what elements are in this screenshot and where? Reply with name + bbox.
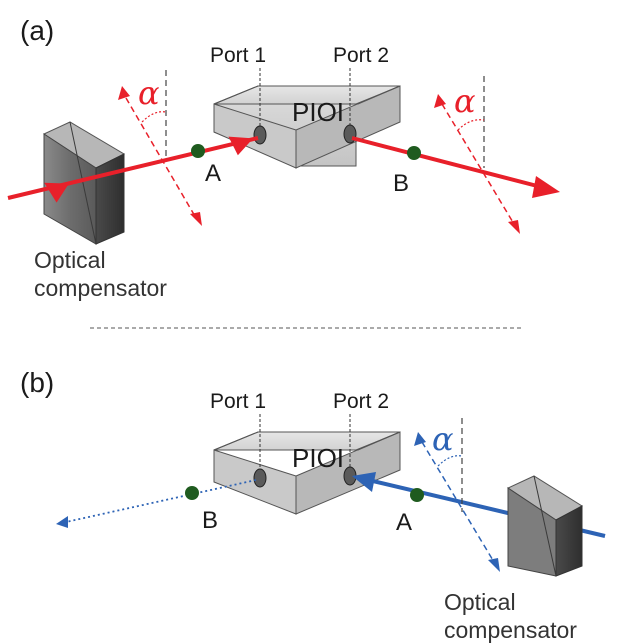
compensator-caption-a-line1: Optical: [34, 247, 106, 273]
port2-label-a: Port 2: [333, 44, 389, 67]
point-b-label-b: B: [202, 507, 218, 534]
port1-a: [253, 125, 267, 145]
compensator-caption-a-line2: compensator: [34, 275, 167, 301]
panel-a: (a) Optical compensator PIOI Port 1 Port…: [7, 15, 560, 301]
port2-label-b: Port 2: [333, 390, 389, 413]
point-a-marker-b: [410, 488, 424, 502]
panel-a-label: (a): [20, 15, 54, 46]
compensator-caption-b-line2: compensator: [444, 617, 577, 643]
point-a-label-a: A: [205, 160, 221, 187]
pioi-label-a: PIOI: [292, 97, 344, 127]
panel-b: (b) PIOI Port 1 Port 2 α: [20, 367, 606, 643]
port1-label-a: Port 1: [210, 44, 266, 67]
point-b-marker-a: [407, 146, 421, 160]
alpha-label-a-right: α: [454, 82, 476, 120]
optical-compensator-b: [506, 475, 583, 577]
alpha-label-a-left: α: [138, 74, 160, 112]
point-a-label-b: A: [396, 509, 412, 536]
optical-compensator-a: [42, 121, 126, 245]
port1-label-b: Port 1: [210, 390, 266, 413]
point-b-label-a: B: [393, 170, 409, 197]
pioi-label-b: PIOI: [292, 443, 344, 473]
alpha-label-b: α: [432, 420, 454, 458]
compensator-caption-b-line1: Optical: [444, 589, 516, 615]
beam-output-a: [351, 136, 546, 190]
point-b-marker-b: [185, 486, 199, 500]
port1-b: [253, 468, 267, 488]
point-a-marker-a: [191, 144, 205, 158]
panel-b-label: (b): [20, 367, 54, 398]
